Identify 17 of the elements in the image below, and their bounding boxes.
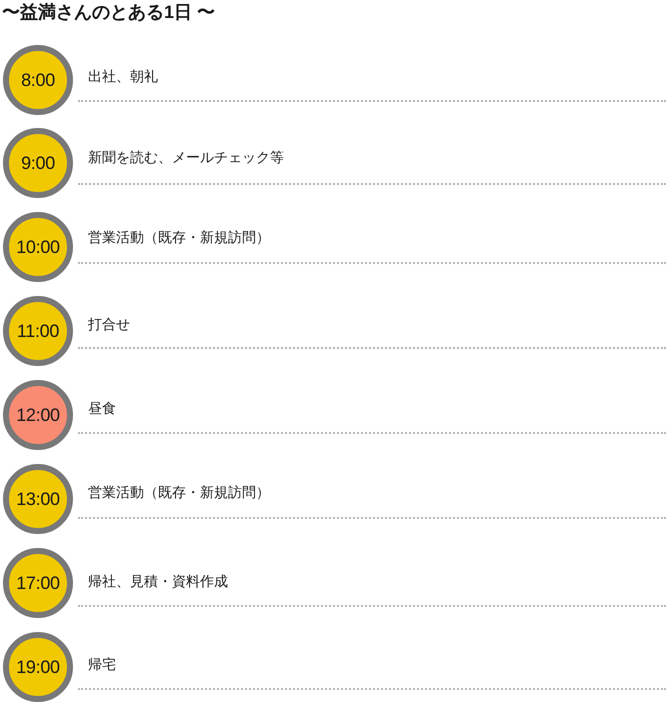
time-label: 12:00 <box>16 405 60 425</box>
activity-text: 営業活動（既存・新規訪問） <box>88 228 270 246</box>
time-label: 13:00 <box>16 489 60 509</box>
activity-text: 営業活動（既存・新規訪問） <box>88 483 270 501</box>
title: 〜益満さんのとある1日 〜 <box>2 1 216 23</box>
time-label: 11:00 <box>16 321 60 341</box>
activity-text: 帰宅 <box>88 655 116 673</box>
activity-text: 帰社、見積・資料作成 <box>88 572 228 590</box>
time-label: 8:00 <box>21 70 55 90</box>
time-label: 19:00 <box>16 657 60 677</box>
time-label: 10:00 <box>16 237 60 257</box>
time-label: 9:00 <box>21 153 55 173</box>
activity-text: 打合せ <box>88 315 130 333</box>
activity-text: 新聞を読む、メールチェック等 <box>88 148 284 166</box>
activity-text: 出社、朝礼 <box>88 67 158 85</box>
time-label: 17:00 <box>16 573 60 593</box>
activity-text: 昼食 <box>88 399 116 417</box>
